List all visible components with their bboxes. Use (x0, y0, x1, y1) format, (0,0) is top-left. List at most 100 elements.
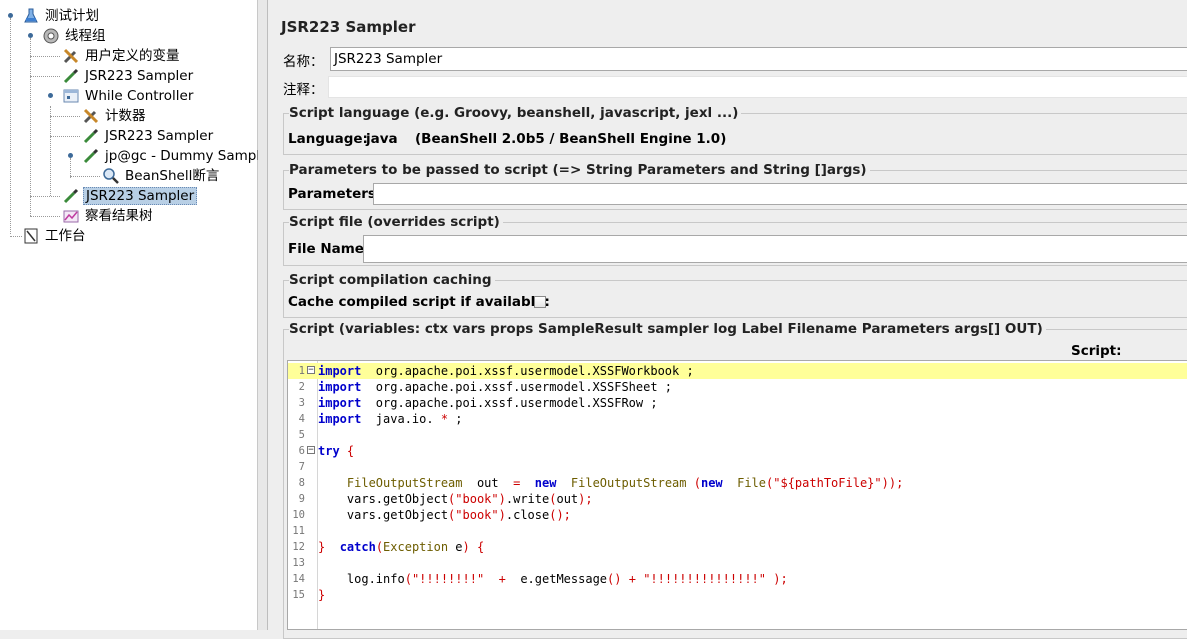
section-title: Script language (e.g. Groovy, beanshell,… (289, 105, 742, 121)
tree-item-label: BeanShell断言 (125, 168, 220, 184)
file-name-field[interactable] (363, 235, 1187, 263)
code-text: vars.getObject("book").close(); (318, 508, 571, 522)
expand-knob[interactable] (48, 93, 53, 98)
script-file-section (283, 222, 1187, 266)
parameters-field[interactable] (373, 183, 1187, 205)
comment-label: 注释： (283, 82, 324, 98)
tree-item-jsr223-sampler-3[interactable]: JSR223 Sampler (62, 186, 198, 206)
tree-item-label: 计数器 (105, 108, 146, 124)
pipette-icon (63, 188, 79, 204)
cache-section (283, 280, 1187, 318)
code-line[interactable]: 11 (288, 523, 1187, 539)
line-number: 3 (298, 397, 305, 409)
line-number: 6 (298, 445, 305, 457)
line-number: 12 (292, 541, 305, 553)
code-text: log.info("!!!!!!!!" + e.getMessage() + "… (318, 572, 788, 586)
expand-knob[interactable] (28, 33, 33, 38)
fold-toggle-icon[interactable]: − (307, 445, 315, 455)
sampler-config-panel: JSR223 Sampler 名称： JSR223 Sampler 注释： Sc… (269, 0, 1187, 639)
code-line[interactable]: 1−import org.apache.poi.xssf.usermodel.X… (288, 363, 1187, 379)
tree-item-workbench[interactable]: 工作台 (22, 226, 88, 246)
tree-item-label: 察看结果树 (85, 208, 153, 224)
tree-item-label: While Controller (85, 88, 194, 104)
code-line[interactable]: 12 } catch(Exception e) { (288, 539, 1187, 555)
tree-item-view-results-tree[interactable]: 察看结果树 (62, 206, 155, 226)
tree-item-user-vars[interactable]: 用户定义的变量 (62, 46, 182, 66)
tree-item-while-controller[interactable]: While Controller (62, 86, 195, 106)
code-line[interactable]: 2 import org.apache.poi.xssf.usermodel.XS… (288, 379, 1187, 395)
line-number: 1 (298, 365, 305, 377)
code-line[interactable]: 6−try { (288, 443, 1187, 459)
fold-toggle-icon[interactable]: − (307, 365, 315, 375)
tree-item-label: JSR223 Sampler (105, 128, 214, 144)
file-name-label: File Name: (288, 241, 370, 257)
pipette-icon (63, 68, 79, 84)
code-line[interactable]: 7 (288, 459, 1187, 475)
code-line[interactable]: 4 import java.io. * ; (288, 411, 1187, 427)
magnifier-icon (103, 168, 119, 184)
test-plan-tree[interactable]: 测试计划 线程组 用户定义的变量 JSR223 Sampler While Co… (0, 0, 274, 630)
tree-item-label: jp@gc - Dummy Sampler (105, 148, 274, 164)
code-text: import org.apache.poi.xssf.usermodel.XSS… (318, 364, 694, 378)
pipette-icon (83, 148, 99, 164)
code-line[interactable]: 10 vars.getObject("book").close(); (288, 507, 1187, 523)
line-number: 10 (292, 509, 305, 521)
line-number: 11 (292, 525, 305, 537)
cache-checkbox[interactable] (534, 296, 546, 308)
tree-item-label: 工作台 (45, 228, 86, 244)
code-line[interactable]: 9 vars.getObject("book").write(out); (288, 491, 1187, 507)
section-title: Parameters to be passed to script (=> St… (289, 162, 870, 178)
tree-item-label: JSR223 Sampler (83, 187, 198, 205)
gear-icon (43, 28, 59, 44)
code-text: import org.apache.poi.xssf.usermodel.XSS… (318, 380, 673, 394)
parameters-label: Parameters: (288, 186, 382, 202)
tree-item-jsr223-sampler-1[interactable]: JSR223 Sampler (62, 66, 195, 86)
code-line[interactable]: 14 log.info("!!!!!!!!" + e.getMessage() … (288, 571, 1187, 587)
line-number: 8 (298, 477, 305, 489)
expand-knob[interactable] (8, 13, 13, 18)
workbench-icon (24, 228, 38, 244)
line-number: 4 (298, 413, 305, 425)
tree-item-dummy-sampler[interactable]: jp@gc - Dummy Sampler (82, 146, 276, 166)
wrench-icon (83, 108, 99, 124)
line-number: 14 (292, 573, 305, 585)
code-text: vars.getObject("book").write(out); (318, 492, 593, 506)
name-label: 名称： (283, 54, 324, 70)
code-line[interactable]: 5 (288, 427, 1187, 443)
code-text: } catch(Exception e) { (318, 540, 485, 554)
tree-item-label: 测试计划 (45, 8, 99, 24)
panel-splitter[interactable] (258, 0, 268, 630)
language-engine: (BeanShell 2.0b5 / BeanShell Engine 1.0) (415, 131, 727, 147)
name-field[interactable]: JSR223 Sampler (330, 47, 1187, 71)
tree-item-counter[interactable]: 计数器 (82, 106, 148, 126)
language-label: Language: (288, 131, 368, 147)
code-line[interactable]: 8 FileOutputStream out = new FileOutputS… (288, 475, 1187, 491)
comment-field[interactable] (328, 76, 1187, 98)
controller-icon (63, 89, 79, 103)
section-title: Script file (overrides script) (289, 214, 503, 230)
script-editor[interactable]: 1−import org.apache.poi.xssf.usermodel.X… (287, 360, 1187, 630)
code-line[interactable]: 13 (288, 555, 1187, 571)
tree-item-beanshell-assertion[interactable]: BeanShell断言 (102, 166, 221, 186)
code-text: import java.io. * ; (318, 412, 463, 426)
code-text: try { (318, 444, 355, 458)
line-number: 7 (298, 461, 305, 473)
tree-item-jsr223-sampler-2[interactable]: JSR223 Sampler (82, 126, 215, 146)
line-number: 15 (292, 589, 305, 601)
tree-item-test-plan[interactable]: 测试计划 (22, 6, 101, 26)
page-title: JSR223 Sampler (281, 18, 416, 36)
line-number: 5 (298, 429, 305, 441)
tree-item-label: 线程组 (65, 28, 106, 44)
tree-item-label: 用户定义的变量 (85, 48, 180, 64)
line-number: 9 (298, 493, 305, 505)
tree-item-thread-group[interactable]: 线程组 (42, 26, 108, 46)
language-select[interactable]: java (366, 131, 398, 147)
expand-knob[interactable] (68, 153, 73, 158)
line-number: 2 (298, 381, 305, 393)
code-line[interactable]: 15} (288, 587, 1187, 603)
flask-icon (24, 8, 38, 23)
script-label: Script: (1071, 343, 1122, 359)
line-number-gutter (288, 361, 318, 629)
code-text: FileOutputStream out = new FileOutputStr… (346, 476, 904, 490)
